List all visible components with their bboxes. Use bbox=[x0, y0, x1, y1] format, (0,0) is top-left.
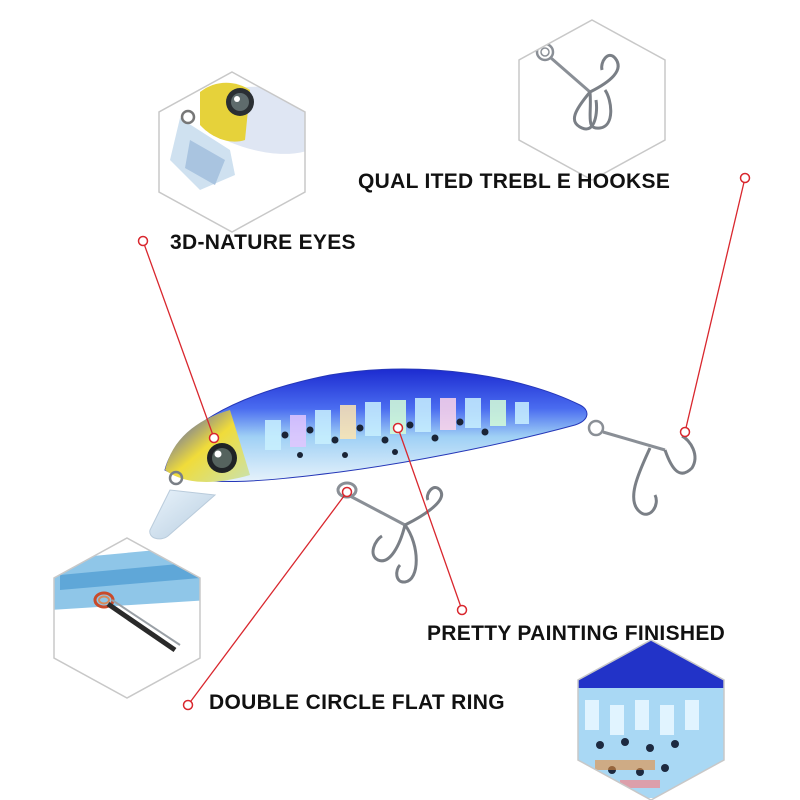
callout-ring bbox=[182, 486, 353, 711]
callout-hooks bbox=[679, 172, 751, 438]
label-ring: DOUBLE CIRCLE FLAT RING bbox=[209, 691, 505, 714]
label-painting: PRETTY PAINTING FINISHED bbox=[427, 622, 726, 645]
label-hooks: QUAL ITED TREBL E HOOKSE bbox=[358, 170, 671, 193]
treble-hook-icon bbox=[518, 19, 666, 181]
callout-eyes bbox=[137, 235, 220, 444]
lure-illustration bbox=[149, 368, 697, 584]
painting-detail-icon bbox=[577, 639, 725, 800]
label-eyes: 3D-NATURE EYES bbox=[170, 231, 356, 254]
callout-painting bbox=[392, 422, 468, 616]
flat-ring-icon bbox=[53, 537, 201, 699]
eye-detail-icon bbox=[158, 71, 306, 233]
